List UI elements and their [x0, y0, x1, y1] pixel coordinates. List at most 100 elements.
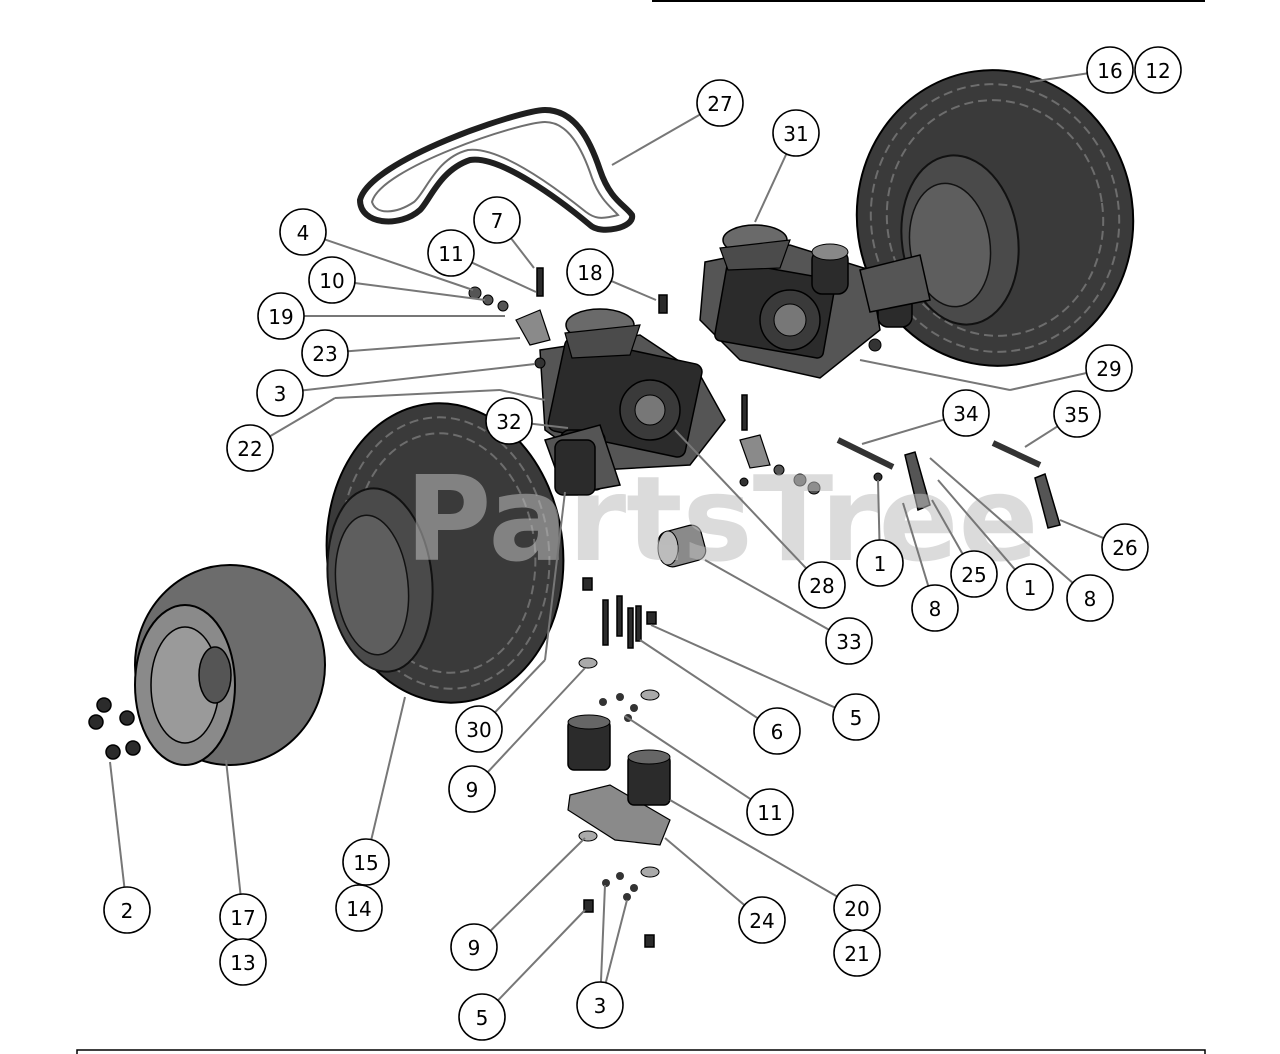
callout-label: 15 — [353, 851, 378, 875]
leader-line-c-32-0-0 — [531, 422, 569, 429]
hub-30 — [554, 439, 596, 496]
callout-c-18: 18 — [566, 248, 614, 296]
callout-label: 14 — [346, 897, 371, 921]
callout-label: 21 — [844, 942, 869, 966]
callout-circle — [1134, 46, 1182, 94]
callout-label: 33 — [836, 630, 861, 654]
callout-circle — [257, 292, 305, 340]
callout-circle — [772, 109, 820, 157]
callout-label: 9 — [468, 936, 481, 960]
callout-circle — [1006, 563, 1054, 611]
leader-line-c-28-0-0 — [674, 429, 807, 569]
callout-label: 6 — [771, 720, 784, 744]
bottom-frame-box — [76, 1049, 1206, 1054]
callout-label: 5 — [850, 706, 863, 730]
callout-circle — [738, 896, 786, 944]
right-tire — [855, 69, 1135, 367]
callout-c-9b: 9 — [450, 923, 498, 971]
callout-c-20: 20 — [833, 884, 881, 932]
leader-line-c-1a-0-0 — [877, 479, 881, 541]
callout-c-35: 35 — [1053, 390, 1101, 438]
callout-label: 10 — [319, 269, 344, 293]
callout-circle — [798, 561, 846, 609]
callout-label: 2 — [121, 899, 134, 923]
callout-label: 29 — [1096, 357, 1121, 381]
leader-line-c-9b-0-0 — [489, 837, 586, 932]
callout-circle — [448, 765, 496, 813]
callout-circle — [1066, 574, 1114, 622]
leader-line-c-7-0-0 — [510, 237, 535, 269]
callout-circle — [226, 424, 274, 472]
callout-c-19: 19 — [257, 292, 305, 340]
callout-circle — [335, 884, 383, 932]
leader-line-c-20-0-0 — [669, 799, 838, 898]
oil-filter — [657, 524, 707, 568]
callout-circle — [279, 208, 327, 256]
callout-label: 31 — [783, 122, 808, 146]
callout-c-34: 34 — [942, 389, 990, 437]
leader-line-c-30-0-1 — [544, 491, 566, 661]
callout-circle — [753, 707, 801, 755]
callout-circle — [427, 229, 475, 277]
callout-label: 18 — [577, 261, 602, 285]
callout-c-1a: 1 — [856, 539, 904, 587]
callout-c-4: 4 — [279, 208, 327, 256]
callout-label: 25 — [961, 563, 986, 587]
leader-line-c-29-0-0 — [1009, 372, 1087, 391]
leader-line-c-22-0-1 — [334, 389, 501, 399]
lug-nuts — [88, 697, 141, 760]
leader-line-c-35-0-0 — [1024, 425, 1059, 448]
leader-line-c-11a-0-0 — [471, 261, 537, 293]
left-tire — [325, 402, 565, 704]
callout-c-5a: 5 — [832, 693, 880, 741]
callout-circle — [832, 693, 880, 741]
leader-line-c-8b-0-0 — [929, 457, 1074, 584]
leader-line-c-34-0-0 — [861, 418, 945, 445]
callout-c-11b: 11 — [746, 788, 794, 836]
leader-line-c-26-0-0 — [1059, 519, 1105, 540]
callout-circle — [450, 923, 498, 971]
callout-label: 3 — [274, 382, 287, 406]
callout-circle — [219, 938, 267, 986]
callout-label: 26 — [1112, 536, 1137, 560]
callout-label: 1 — [1024, 576, 1037, 600]
mount-bracket — [567, 784, 671, 846]
callout-circle — [458, 993, 506, 1041]
callout-c-3a: 3 — [256, 369, 304, 417]
callout-c-21: 21 — [833, 929, 881, 977]
callout-circle — [308, 256, 356, 304]
callout-circle — [576, 981, 624, 1029]
callout-circle — [1053, 390, 1101, 438]
callout-circle — [301, 329, 349, 377]
fasteners — [468, 267, 883, 948]
callout-label: 7 — [491, 209, 504, 233]
callout-c-22: 22 — [226, 424, 274, 472]
leader-line-c-22-0-2 — [499, 389, 546, 401]
rod-35 — [991, 440, 1042, 468]
callout-c-9a: 9 — [448, 765, 496, 813]
leader-line-c-24-0-0 — [664, 837, 746, 906]
callout-circle — [825, 617, 873, 665]
leader-line-c-9a-0-0 — [486, 667, 586, 773]
callout-c-3b: 3 — [576, 981, 624, 1029]
callout-circle — [473, 196, 521, 244]
callout-c-15: 15 — [342, 838, 390, 886]
callout-label: 11 — [438, 242, 463, 266]
leader-line-c-23-0-0 — [347, 337, 521, 353]
leader-line-c-6-0-0 — [639, 639, 759, 720]
callout-c-16: 16 — [1086, 46, 1134, 94]
callout-label: 30 — [466, 718, 491, 742]
callout-c-2: 2 — [103, 886, 151, 934]
callout-c-33: 33 — [825, 617, 873, 665]
callout-label: 4 — [297, 221, 310, 245]
callout-label: 22 — [237, 437, 262, 461]
callout-label: 28 — [809, 574, 834, 598]
callout-label: 13 — [230, 951, 255, 975]
callout-c-5b: 5 — [458, 993, 506, 1041]
leader-line-c-33-0-0 — [704, 559, 830, 631]
leader-line-c-5b-0-0 — [497, 909, 586, 1002]
callout-circle — [1085, 344, 1133, 392]
leader-line-c-3b-0-0 — [599, 884, 606, 983]
leader-line-c-22-0-0 — [269, 397, 336, 438]
